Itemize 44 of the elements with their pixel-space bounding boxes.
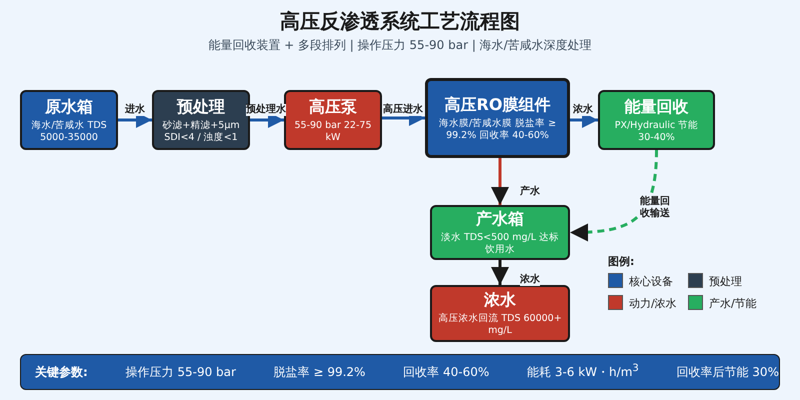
parameter-text: 脱盐率 ≥ 99.2% <box>274 364 366 380</box>
edge-label: 进水 <box>125 104 145 116</box>
edge-label: 预处理水 <box>246 104 286 116</box>
box-text: 海水膜/苦咸水膜 脱盐率 ≥ 99.2% 回收率 40-60% <box>438 118 558 142</box>
arrow <box>491 158 509 205</box>
bar-heading: 关键参数: <box>35 364 88 380</box>
tank-box <box>430 205 570 260</box>
box-title: 预处理 <box>177 96 225 116</box>
parameter-text: 操作压力 55-90 bar <box>126 364 236 380</box>
edge-label: 能量回收输送 <box>639 196 671 220</box>
source-tank-box <box>20 90 118 150</box>
process-box <box>430 285 570 342</box>
box-title: 高压RO膜组件 <box>444 94 550 114</box>
subtitle: 能量回收装置 + 多段排列 | 操作压力 55-90 bar | 海水/苦咸水深度处理 <box>207 37 593 54</box>
edge-label: 产水 <box>520 186 540 198</box>
box-title: 浓水 <box>484 290 516 310</box>
box-title: 高压泵 <box>309 96 357 116</box>
legend-label: 核心设备 <box>629 274 673 289</box>
box-text: 淡水 TDS<500 mg/L 达标饮用水 <box>440 232 560 256</box>
parameter-text: 回收率 40-60% <box>403 364 490 380</box>
box-title: 原水箱 <box>45 96 93 116</box>
legend-label: 预处理 <box>709 274 742 289</box>
parameter-bar <box>20 354 780 390</box>
parameter-text: 能耗 3-6 kW・h/m$^{3}$ <box>527 363 639 381</box>
pump-box <box>284 90 382 150</box>
edge-label: 浓水 <box>573 104 593 116</box>
edge-label: 高压进水 <box>383 104 423 116</box>
parameter-text: 回收率后节能 30% <box>676 364 779 380</box>
edge-label: 浓水 <box>520 274 540 286</box>
legend-label: 产水/节能 <box>709 296 757 311</box>
title: 高压反渗透系统工艺流程图 <box>279 8 521 35</box>
legend-heading: 图例: <box>608 254 634 269</box>
box-text: PX/Hydraulic 节能 30-40% <box>614 120 700 144</box>
box-title: 产水箱 <box>476 209 524 229</box>
arrow <box>491 260 509 285</box>
process-box <box>598 90 715 150</box>
box-text: 55-90 bar 22-75 kW <box>293 120 372 144</box>
legend-label: 动力/浓水 <box>629 296 677 311</box>
membrane-box <box>425 78 570 158</box>
box-text: 高压浓水回流 TDS 60000+ mg/L <box>437 313 563 337</box>
box-title: 能量回收 <box>624 96 688 116</box>
arrow <box>570 150 658 242</box>
box-text: 砂滤+精滤+5μm SDI<4 / 浊度<1 <box>161 120 241 144</box>
box-text: 海水/苦咸水 TDS 5000-35000 <box>30 120 108 144</box>
